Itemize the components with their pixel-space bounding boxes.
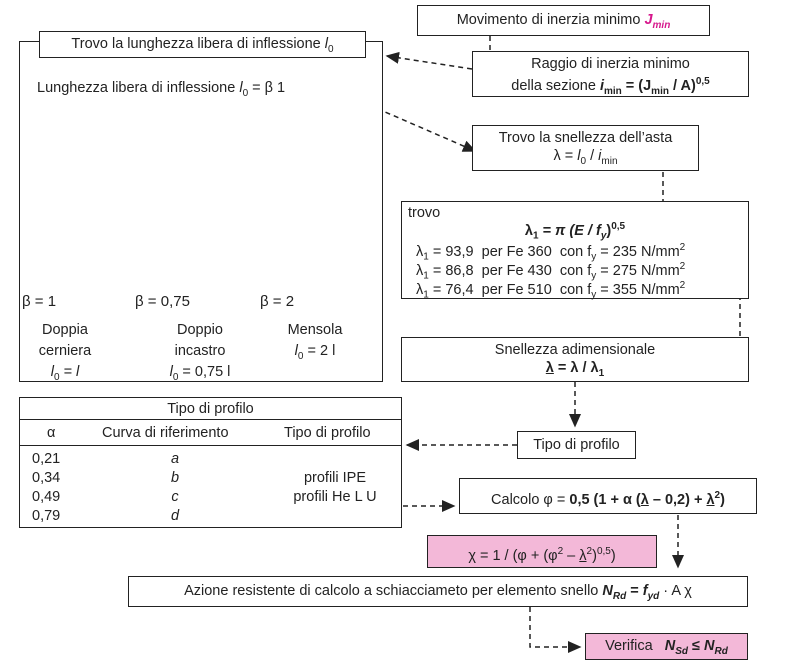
inertia-moment-label: Movimento di inerzia minimo xyxy=(456,12,645,28)
profile-table-header-curve: Curva di riferimento xyxy=(102,425,229,441)
lambda1-row: λ1 = 86,8 per Fe 430 con fy = 275 N/mm2 xyxy=(416,261,686,282)
lambda1-head: trovo xyxy=(408,205,441,221)
lambda1-formula: λ1 = π (E / fy)0,5 xyxy=(524,221,626,242)
buckling-length-title-box: Trovo la lunghezza libera di inflessione… xyxy=(39,31,366,58)
radius-gyration-title: Raggio di inerzia minimo xyxy=(531,56,690,72)
profile-table-header-alpha: α xyxy=(47,425,56,441)
case-beta-fixed: β = 0,75 xyxy=(135,293,190,310)
dimensionless-slenderness-title: Snellezza adimensionale xyxy=(494,342,656,358)
lambda1-box: trovo λ1 = π (E / fy)0,5 λ1 = 93,9 per F… xyxy=(401,201,749,301)
case-beta-cantilever: β = 2 xyxy=(260,293,295,310)
slenderness-box: Trovo la snellezza dell’asta λ = l0 / im… xyxy=(472,125,699,171)
buckling-length-panel xyxy=(19,41,383,382)
lambda1-row: λ1 = 93,9 per Fe 360 con fy = 235 N/mm2 xyxy=(416,242,686,263)
slenderness-formula: λ = l0 / imin xyxy=(553,148,618,167)
buckling-length-title: Trovo la lunghezza libera di inflessione xyxy=(71,36,325,52)
design-resistance-box: Azione resistente di calcolo a schiaccia… xyxy=(128,576,748,607)
profile-table-title: Tipo di profilo xyxy=(167,401,254,417)
dimensionless-slenderness-formula: λ = λ / λ1 xyxy=(545,360,605,379)
profile-type-label: Tipo di profilo xyxy=(533,437,620,453)
lambda1-row: λ1 = 76,4 per Fe 510 con fy = 355 N/mm2 xyxy=(416,280,686,301)
radius-gyration-formula: della sezione imin = (Jmin / A)0,5 xyxy=(511,76,710,97)
profile-table-header-type: Tipo di profilo xyxy=(284,425,371,441)
inertia-moment-box: Movimento di inerzia minimo Jmin xyxy=(417,5,710,36)
verification-box: Verifica NSd ≤ NRd xyxy=(585,633,748,660)
case-beta-pinned: β = 1 xyxy=(22,293,57,310)
buckling-length-formula: Lunghezza libera di inflessione l0 = β 1 xyxy=(37,80,286,99)
phi-calc-box: Calcolo φ = 0,5 (1 + α (λ – 0,2) + λ2) xyxy=(459,478,757,514)
case-name-cantilever: Mensola l0 = 2 l xyxy=(287,322,343,362)
chi-box: χ = 1 / (φ + (φ2 – λ2)0,5) xyxy=(427,535,657,568)
profile-type-box: Tipo di profilo xyxy=(517,431,636,459)
dimensionless-slenderness-box: Snellezza adimensionale λ = λ / λ1 xyxy=(401,337,749,382)
inertia-moment-symbol: J xyxy=(644,12,653,28)
profile-table: Tipo di profilo α Curva di riferimento T… xyxy=(19,397,402,528)
slenderness-title: Trovo la snellezza dell’asta xyxy=(498,130,673,146)
radius-gyration-box: Raggio di inerzia minimo della sezione i… xyxy=(472,51,749,97)
inertia-moment-sub: min xyxy=(652,19,671,31)
